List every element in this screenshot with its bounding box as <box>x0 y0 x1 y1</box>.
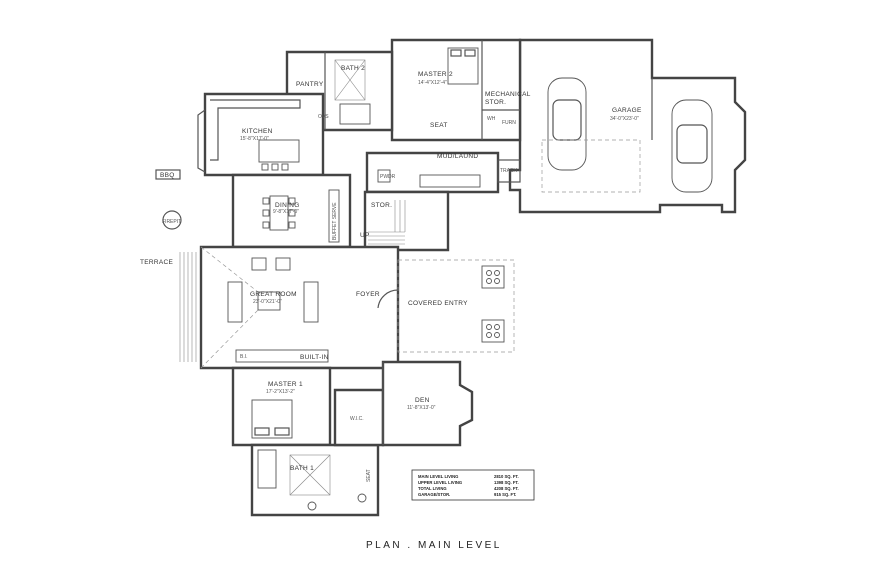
bath1-fixtures <box>257 449 367 511</box>
bbq-counter <box>155 169 181 180</box>
entry-planter-bottom <box>481 319 505 343</box>
label-master1: MASTER 1 <box>268 381 303 388</box>
label-buffet: BUFFET SERVE <box>332 202 338 240</box>
dim-dining: 9'-8"X17'-0" <box>273 209 299 215</box>
area-table: MAIN LEVEL LIVING 2810 SQ. FT. UPPER LEV… <box>411 469 535 501</box>
entry-planter-top <box>481 265 505 289</box>
kitchen-stools <box>261 163 289 171</box>
label-pwdr: PWDR <box>380 174 396 180</box>
area-row-value: 915 SQ. FT. <box>494 492 516 497</box>
dim-master1: 17'-2"X13'-2" <box>266 389 295 395</box>
label-stor2: STOR. <box>371 202 392 209</box>
label-garage: GARAGE <box>612 107 642 114</box>
stair-treads <box>368 200 406 245</box>
label-den: DEN <box>415 397 430 404</box>
builtin-cabinet <box>235 349 329 363</box>
kitchen-island <box>258 139 300 163</box>
label-pantry: PANTRY <box>296 81 324 88</box>
label-builtin: BUILT-IN <box>300 354 329 361</box>
kitchen-counter <box>210 99 301 161</box>
label-wh: WH <box>487 116 496 122</box>
label-furn: FURN <box>502 120 516 126</box>
bath2-fixtures <box>334 59 371 125</box>
label-bi: B.I. <box>240 354 248 360</box>
pwdr-fixture <box>377 169 391 183</box>
area-row-value: 2810 SQ. FT. <box>494 474 519 479</box>
mudlaund-counter <box>419 174 481 188</box>
area-row-label: UPPER LEVEL LIVING <box>418 480 462 485</box>
trash-room <box>497 159 521 183</box>
label-terrace: TERRACE <box>140 259 174 266</box>
label-stor: STOR. <box>485 99 506 106</box>
label-trash: TRASH <box>500 168 517 174</box>
dim-den: 11'-8"X13'-0" <box>407 405 436 411</box>
label-seat: SEAT <box>430 122 448 129</box>
plan-title: PLAN . MAIN LEVEL <box>366 540 502 551</box>
dim-garage: 34'-0"X23'-0" <box>610 116 639 122</box>
dim-master2: 14'-4"X12'-4" <box>418 80 447 86</box>
great-room-furniture <box>227 257 319 323</box>
greatroom-ceiling-a <box>200 246 259 293</box>
dim-kitchen: 15'-8"X17'-0" <box>240 136 269 142</box>
label-greatroom: GREAT ROOM <box>250 291 297 298</box>
label-bbq: BBQ <box>160 172 175 179</box>
label-ovs: OVS <box>318 114 329 120</box>
area-row-value: 4208 SQ. FT. <box>494 486 519 491</box>
car-left <box>547 77 587 171</box>
covered-entry-outline <box>397 259 515 353</box>
area-row-label: GARAGE/STOR. <box>418 492 450 497</box>
label-bath1: BATH 1 <box>290 465 314 472</box>
label-bath2: BATH 2 <box>341 65 365 72</box>
dim-greatroom: 23'-0"X21'-0" <box>253 299 282 305</box>
label-mechanical: MECHANICAL <box>485 91 531 98</box>
dining-table <box>262 195 296 231</box>
label-up: UP <box>360 232 370 239</box>
master2-bed <box>447 47 479 85</box>
label-covered-entry: COVERED ENTRY <box>408 300 468 307</box>
label-dining: DINING <box>275 202 300 209</box>
firepit-circle <box>162 210 182 230</box>
master1-bed <box>251 399 293 439</box>
label-master2: MASTER 2 <box>418 71 453 78</box>
label-mudlaund: MUD/LAUND <box>437 153 478 160</box>
kitchen-bay <box>197 109 206 173</box>
terrace-deck <box>179 252 197 362</box>
foyer-door-swing <box>377 289 399 309</box>
label-kitchen: KITCHEN <box>242 128 273 135</box>
area-row-label: MAIN LEVEL LIVING <box>418 474 458 479</box>
car-right <box>671 99 713 193</box>
stair-walls <box>363 190 450 252</box>
label-firepit: FIREPIT <box>162 219 181 225</box>
area-row-label: TOTAL LIVING <box>418 486 447 491</box>
area-row-value: 1398 SQ. FT. <box>494 480 519 485</box>
label-seat2: SEAT <box>366 469 372 482</box>
garage-door-left <box>541 139 641 193</box>
label-wic: W.I.C. <box>350 416 364 422</box>
den-walls <box>381 360 474 447</box>
buffet-counter <box>328 189 340 243</box>
label-foyer: FOYER <box>356 291 380 298</box>
